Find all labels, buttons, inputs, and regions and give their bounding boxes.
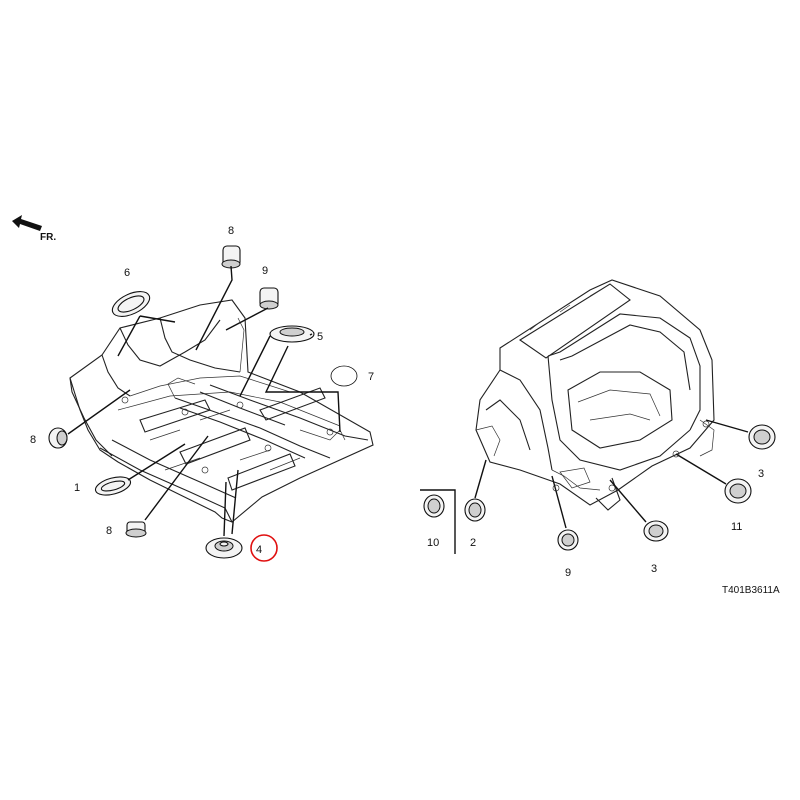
callout-8-bottom: 8 xyxy=(106,525,112,537)
leader-lines-left xyxy=(67,265,341,537)
grommet-part-1[interactable] xyxy=(94,474,133,499)
callout-9-right: 9 xyxy=(565,567,571,579)
highlight-ring xyxy=(250,534,278,562)
plug-part-5[interactable] xyxy=(269,325,315,343)
grommet-part-8-top[interactable] xyxy=(221,245,241,269)
reference-code: T401B3611A xyxy=(722,585,780,596)
callout-labels: 6 8 9 5 7 8 1 8 4 10 2 9 3 11 3 xyxy=(30,225,764,579)
callout-11: 11 xyxy=(731,521,742,533)
leader-lines-right xyxy=(420,419,749,554)
front-label: FR. xyxy=(40,232,56,243)
grommet-part-9-left[interactable] xyxy=(259,287,279,310)
grommet-part-10[interactable] xyxy=(423,494,445,518)
grommet-part-6[interactable] xyxy=(109,286,154,321)
callout-10: 10 xyxy=(427,537,439,549)
front-arrow-icon xyxy=(12,215,42,231)
grommet-part-9-right[interactable] xyxy=(557,529,579,551)
grommet-part-2[interactable] xyxy=(464,498,486,522)
callout-2: 2 xyxy=(470,537,476,549)
callout-3-right: 3 xyxy=(758,468,764,480)
grommet-part-3-bottom[interactable] xyxy=(643,520,669,542)
grommet-part-11[interactable] xyxy=(724,478,752,504)
callout-6: 6 xyxy=(124,267,130,279)
plug-part-4[interactable] xyxy=(205,537,243,559)
floor-pan-assembly xyxy=(69,299,374,523)
callout-8-left: 8 xyxy=(30,434,36,446)
callout-1: 1 xyxy=(74,482,80,494)
front-direction-indicator: FR. xyxy=(12,215,56,243)
grommet-part-8-left[interactable] xyxy=(48,427,68,449)
callout-8-top: 8 xyxy=(228,225,234,237)
callout-7: 7 xyxy=(368,371,374,383)
rear-body-assembly xyxy=(475,279,715,511)
callout-5: 5 xyxy=(317,331,323,343)
grommet-part-3-right[interactable] xyxy=(748,424,776,450)
callout-3-bottom: 3 xyxy=(651,563,657,575)
callout-4: 4 xyxy=(256,544,262,556)
grommet-part-8-bottom[interactable] xyxy=(125,521,147,538)
seal-part-7[interactable] xyxy=(330,365,358,387)
callout-9-left: 9 xyxy=(262,265,268,277)
